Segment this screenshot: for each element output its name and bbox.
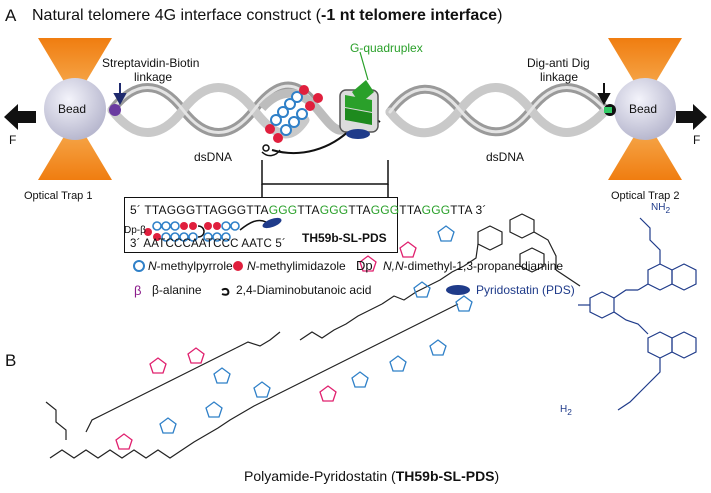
force-arrow-right (676, 104, 707, 130)
linkage-arrows (113, 83, 127, 106)
legend-pyrrole: N-methylpyrrole (148, 259, 233, 273)
legend-dp: N,N-dimethyl-1,3-propanediamine (383, 259, 564, 273)
force-left-label: F (9, 133, 17, 147)
legend-pyrrole-icon (133, 260, 145, 272)
sequence-bottom-strand: 3´ AATCCCAATCCC AATC 5´ (130, 238, 287, 250)
optical-trap-1-beam (38, 38, 112, 180)
bead-left (44, 78, 106, 140)
sequence-top-strand: 5´ TTAGGGTTAGGGTTAGGGTTAGGGTTAGGGTTAGGGT… (130, 203, 487, 217)
bead-right (614, 78, 676, 140)
sequence-bracket (261, 160, 389, 197)
left-linkage-label-1: Streptavidin-Biotin (102, 56, 200, 70)
panel-a-title: Natural telomere 4G interface construct … (32, 7, 503, 24)
legend-imidazole-icon (233, 261, 243, 271)
panel-b-caption: Polyamide-Pyridostatin (TH59b-SL-PDS) (244, 468, 500, 484)
legend-pds-icon (446, 285, 470, 295)
chem-rings-highlight (115, 225, 473, 450)
nh2-bottom: H2 (560, 404, 572, 417)
biotin-linkage-dot (109, 104, 121, 116)
legend-dp-symbol: Dp (356, 258, 373, 273)
legend-dab: 2,4-Diaminobutanoic acid (236, 283, 372, 297)
right-linkage-label-1: Dig-anti Dig (527, 56, 590, 70)
sequence-polyamide-schematic (144, 217, 282, 242)
right-linkage-label-2: linkage (540, 70, 579, 84)
left-linkage-label-2: linkage (134, 70, 173, 84)
optical-trap-1-label: Optical Trap 1 (24, 190, 93, 202)
panel-a-letter: A (5, 6, 17, 25)
g-quadruplex-label: G-quadruplex (350, 41, 423, 55)
dsdna-right-label: dsDNA (486, 150, 525, 164)
bead-right-label: Bead (629, 102, 658, 116)
panel-b-letter: B (5, 351, 17, 370)
legend-dab-icon (221, 287, 230, 296)
pds-structure (578, 217, 697, 411)
sequence-box (124, 197, 398, 253)
optical-trap-2-beam (608, 38, 682, 180)
legend-pds: Pyridostatin (PDS) (476, 283, 575, 297)
legend-beta-symbol: β (134, 283, 142, 298)
dsdna-left-helix (107, 81, 317, 139)
dsdna-left-label: dsDNA (194, 150, 233, 164)
nh2-top: NH2 (651, 202, 671, 215)
force-arrow-left (4, 104, 36, 130)
dp-beta-label: Dp-β (124, 225, 146, 236)
compound-label: TH59b-SL-PDS (302, 231, 387, 245)
legend-beta: β-alanine (152, 283, 202, 297)
bead-left-label: Bead (58, 102, 87, 116)
force-right-label: F (693, 133, 701, 147)
g-quadruplex-structure (339, 51, 379, 139)
legend-imidazole: N-methylimidazole (247, 259, 346, 273)
dsdna-right-helix (385, 83, 611, 138)
optical-trap-2-label: Optical Trap 2 (611, 190, 680, 202)
legend-icons (133, 260, 470, 296)
chemical-structure (45, 213, 581, 459)
